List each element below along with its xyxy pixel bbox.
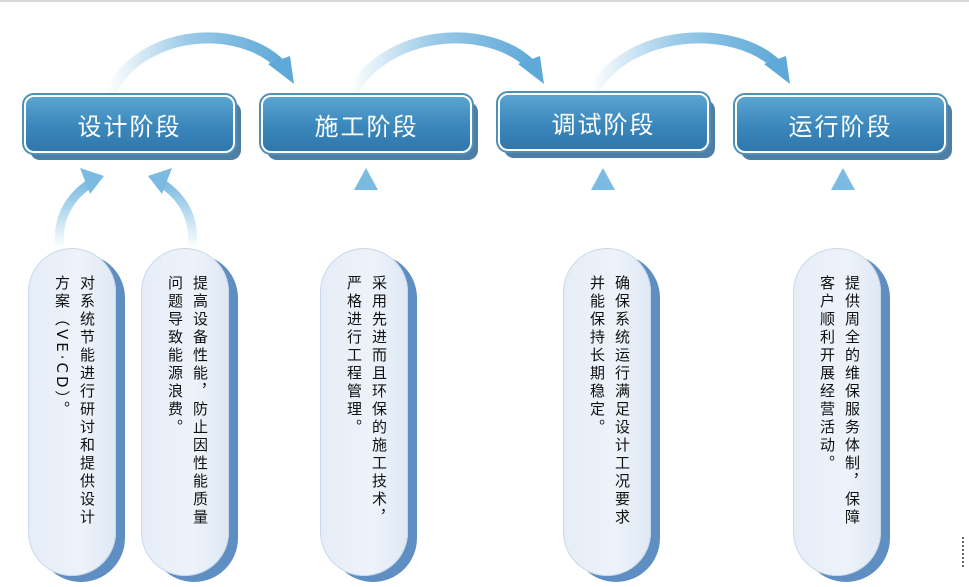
note-up-arrow-5 [831,168,855,253]
note-text-line: 提供周全的维保服务体制，保障 [843,275,861,527]
note-text-line: 提高设备性能，防止因性能质量 [191,275,209,527]
note-up-arrow-4 [591,168,615,253]
note-up-arrow-3 [354,168,378,253]
edge-mark [962,537,969,567]
stage-label-commissioning: 调试阶段 [551,110,656,139]
stage-box-operation: 运行阶段 [733,93,948,155]
stage-arc-arrow-1 [102,32,294,102]
note-up-arrow-2 [148,168,198,253]
note-text-line: 严格进行工程管理。 [345,275,363,437]
stage-arc-arrow-2 [344,32,544,102]
note-pill-commissioning-stability: 确保系统运行满足设计工况要求 并能保持长期稳定。 [563,248,651,576]
note-pill-construction-tech: 采用先进而且环保的施工技术， 严格进行工程管理。 [320,248,408,576]
stage-box-design: 设计阶段 [22,93,237,155]
stage-label-operation: 运行阶段 [788,112,893,141]
note-text-line: 并能保持长期稳定。 [588,275,606,437]
note-text-line: 问题导致能源浪费。 [166,275,184,437]
stage-label-construction: 施工阶段 [314,112,419,141]
top-divider [0,0,969,2]
stage-box-commissioning: 调试阶段 [496,91,711,153]
note-pill-design-proposal: 对系统节能进行研讨和提供设计 方案（VE·CD）。 [28,248,116,576]
note-pill-maintenance-service: 提供周全的维保服务体制，保障 客户顺利开展经营活动。 [793,248,881,576]
note-up-arrow-1 [54,168,104,253]
note-text-line: 客户顺利开展经营活动。 [818,275,836,473]
note-text-line: 确保系统运行满足设计工况要求 [613,275,631,527]
note-text-line: 对系统节能进行研讨和提供设计 [78,275,96,527]
stage-label-design: 设计阶段 [77,112,182,141]
stage-box-construction: 施工阶段 [259,93,474,155]
note-pill-equipment-performance: 提高设备性能，防止因性能质量 问题导致能源浪费。 [141,248,229,576]
note-text-line: 方案（VE·CD）。 [53,275,71,420]
stage-arc-arrow-3 [584,32,790,102]
note-text-line: 采用先进而且环保的施工技术， [370,275,388,527]
